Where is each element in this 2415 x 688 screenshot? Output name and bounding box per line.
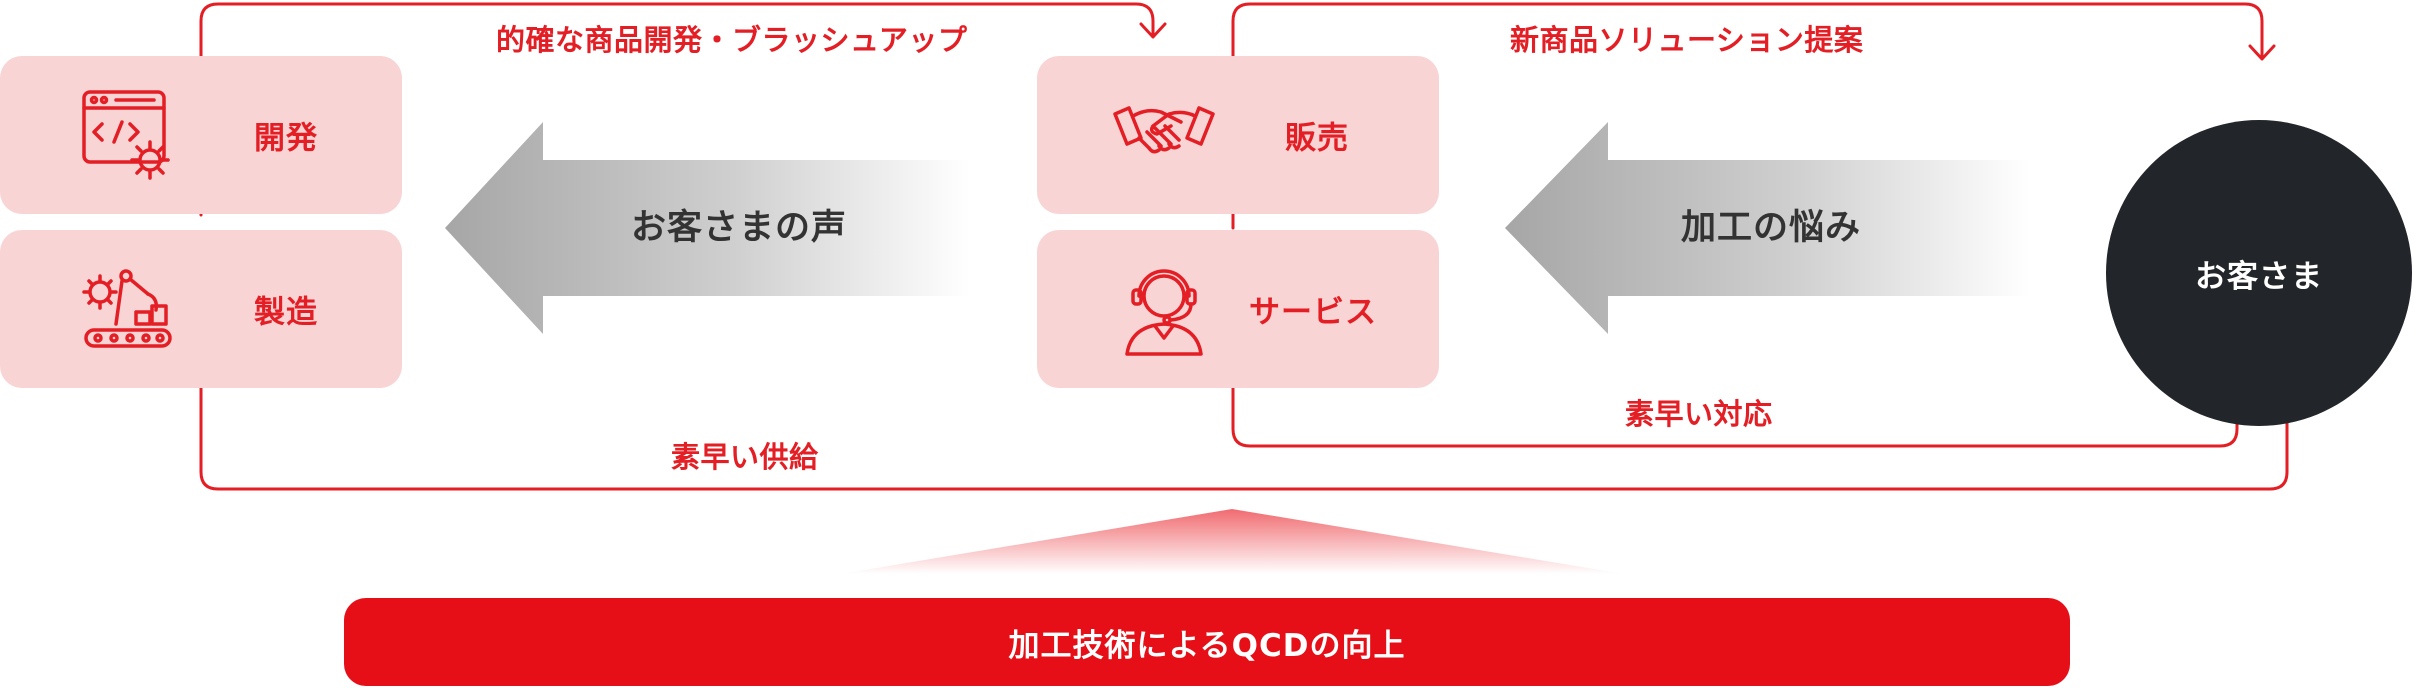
service-box: サービス [1037,230,1439,388]
top-left-flow-arrowhead [1139,22,1167,39]
customer-circle: お客さま [2106,120,2412,426]
manufacturing-label: 製造 [254,294,318,331]
processing-concern-label: 加工の悩み [1681,208,1862,248]
manufacturing-box: 製造 [0,230,402,388]
code-window-gear-icon [72,80,182,190]
bottom-right-flow-line [1231,378,2239,448]
customer-voice-label: お客さまの声 [631,208,848,248]
customer-voice-arrow [445,122,970,334]
foundation-bar: 加工技術によるQCDの向上 [344,598,2070,686]
sales-label: 販売 [1285,120,1349,157]
customer-label: お客さま [2195,258,2323,295]
top-right-flow-label: 新商品ソリューション提案 [1510,23,1864,57]
top-left-flow-label: 的確な商品開発・ブラッシュアップ [496,23,968,57]
headset-operator-icon [1109,254,1219,364]
handshake-icon [1109,80,1219,190]
bottom-long-flow-line [199,378,2289,491]
foundation-label: 加工技術によるQCDの向上 [1008,627,1406,664]
bottom-long-flow-label: 素早い供給 [671,440,819,474]
sales-box: 販売 [1037,56,1439,214]
top-right-flow-line [1231,2,2264,230]
service-label: サービス [1249,294,1377,331]
foundation-wedge [840,509,1624,574]
bottom-right-flow-label: 素早い対応 [1625,397,1773,431]
processing-concern-arrow [1505,122,2030,334]
robot-arm-conveyor-icon [72,254,182,364]
development-box: 開発 [0,56,402,214]
development-label: 開発 [254,120,318,157]
top-right-flow-arrowhead [2248,44,2276,61]
top-left-flow-line [199,2,1155,217]
